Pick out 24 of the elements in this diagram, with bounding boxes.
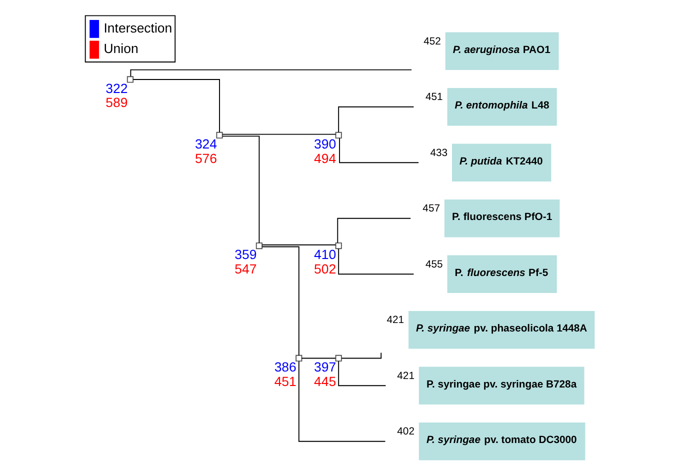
node-label: 433	[430, 148, 448, 159]
node-label: 421	[386, 315, 404, 326]
node-label: 322	[105, 80, 128, 96]
node-label: 451	[425, 92, 442, 104]
node-label: 547	[234, 261, 256, 276]
node-label: 445	[314, 374, 336, 389]
node-label: 359	[234, 247, 256, 262]
legend-label: Intersection	[103, 20, 172, 36]
node-label: 421	[396, 370, 414, 382]
node-label: 452	[423, 36, 440, 48]
node-label: 457	[422, 204, 440, 215]
legend-label: Union	[103, 41, 138, 56]
node-label: 455	[425, 259, 442, 270]
node-label: 397	[314, 360, 336, 375]
node-label: 576	[194, 150, 217, 166]
node-label: 502	[314, 261, 336, 276]
node-label: 451	[274, 374, 296, 389]
node-label: 589	[105, 95, 128, 110]
node-label: 410	[314, 247, 336, 262]
node-label: 324	[194, 136, 217, 152]
node-label: 386	[274, 360, 296, 375]
node-label: 402	[396, 426, 414, 438]
node-label: 390	[314, 136, 336, 152]
node-label: 494	[314, 150, 336, 166]
